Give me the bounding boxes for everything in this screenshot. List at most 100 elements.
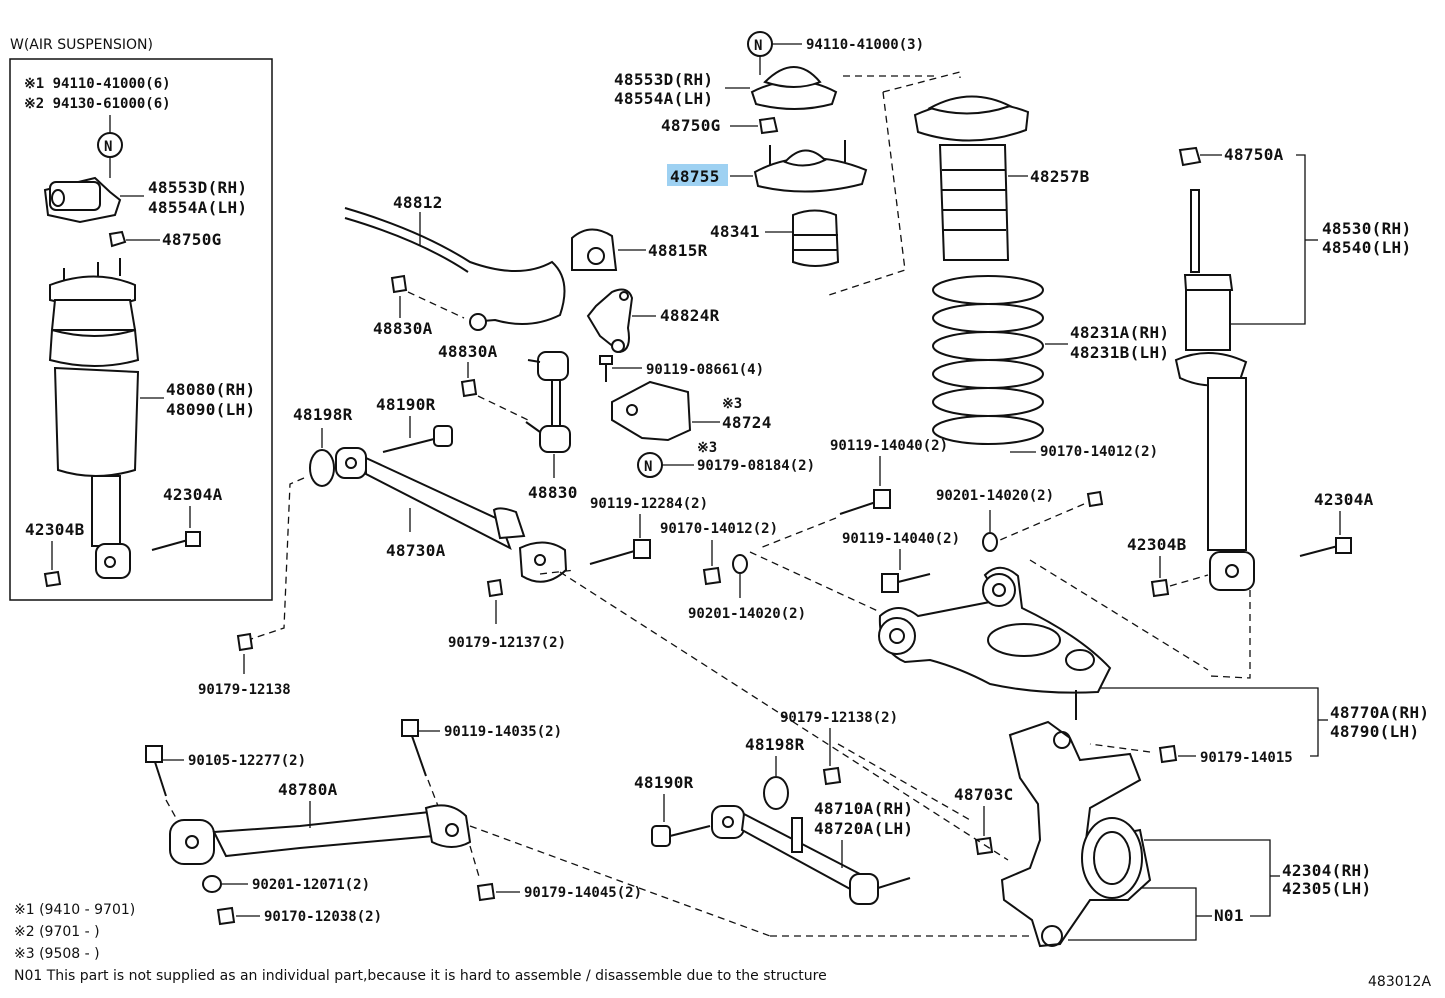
bracket-label: 48824R (660, 306, 720, 325)
arm-730a-label: 48730A (386, 541, 446, 560)
strut-rod (335, 447, 568, 583)
bolt-190r-b-icon (651, 825, 711, 847)
lower-arm-780a (169, 804, 472, 865)
nut-g-icon (758, 116, 779, 135)
inset-nut-icon (108, 230, 127, 248)
nut-g-label: 48750G (661, 116, 721, 135)
nut-14045-icon (476, 882, 496, 902)
inset-bolt-b-label: 42304B (25, 520, 85, 539)
bolt-304b-label: 42304B (1127, 535, 1187, 554)
cover-mark: ※3 (722, 396, 742, 412)
bump-stopper (792, 209, 840, 267)
nut-14015-icon (1158, 744, 1178, 764)
bolt-304b-nut-icon (1150, 578, 1170, 598)
bolt-12277-label: 90105-12277(2) (188, 753, 306, 769)
washer-12038-icon (216, 906, 236, 926)
washer-14012-a-label: 90170-14012(2) (1040, 444, 1158, 460)
bush-198r-icon (309, 449, 335, 487)
inset-upper-mount (43, 176, 122, 224)
bolt-8661-label: 90119-08661(4) (646, 362, 764, 378)
upper-control-arm (878, 566, 1112, 720)
nut-8184-label: 90179-08184(2) (697, 458, 815, 474)
knuckle-rh-label: 42304(RH) (1282, 861, 1371, 880)
nut-12138-l-label: 90179-12138 (198, 682, 291, 698)
knuckle-lh-label: 42305(LH) (1282, 879, 1371, 898)
inset-bolt-a-label: 42304A (163, 485, 223, 504)
stabilizer-bracket (586, 288, 634, 354)
stabilizer-bar (344, 207, 566, 331)
link-label: 48830 (528, 483, 578, 502)
arm-720a-lh-label: 48720A(LH) (814, 819, 913, 838)
nut-14015-label: 90179-14015 (1200, 750, 1293, 766)
figure-code: 483012A (1368, 974, 1431, 990)
washer-12071-label: 90201-12071(2) (252, 877, 370, 893)
nut-830a-1-label: 48830A (373, 319, 433, 338)
bolt-304a-label: 42304A (1314, 490, 1374, 509)
nut-830a-1-icon (390, 274, 408, 294)
inset-n-mark-label: N (104, 139, 112, 155)
nut-703c-icon (974, 836, 994, 856)
inset-air-strut (48, 258, 140, 579)
shock-absorber (1174, 189, 1255, 591)
lower-arm-710a (711, 805, 911, 905)
stabilizer-bushing (571, 228, 618, 271)
coil-spring (932, 275, 1044, 445)
upper-support-mount (750, 66, 838, 110)
washer-14020-b-label: 90201-14020(2) (688, 606, 806, 622)
stab-bar-label: 48812 (393, 193, 443, 212)
footnote-n01: N01 This part is not supplied as an indi… (14, 968, 827, 984)
dust-boot (913, 95, 1030, 261)
support-label[interactable]: 48755 (670, 167, 720, 186)
inset-upper-rh: 48553D(RH) (148, 178, 247, 197)
bolt-8661-icon (599, 355, 613, 382)
nut-830a-2-label: 48830A (438, 342, 498, 361)
bolt-12277-icon (145, 745, 167, 797)
bush-198r-label: 48198R (293, 405, 353, 424)
n-mark-top-label: N (754, 38, 762, 54)
washer-12071-icon (202, 875, 222, 893)
inset-strut-rh: 48080(RH) (166, 380, 255, 399)
upper-arm-lh-label: 48790(LH) (1330, 722, 1419, 741)
support-highlight (667, 164, 728, 186)
nut-a-icon (1178, 146, 1202, 167)
air-suspension-inset-frame (9, 58, 273, 601)
inset-strut-lh: 48090(LH) (166, 400, 255, 419)
nut-12138-l-icon (236, 632, 254, 652)
mount-rh-label: 48553D(RH) (614, 70, 713, 89)
bolt-12284-label: 90119-12284(2) (590, 496, 708, 512)
n01-label: N01 (1214, 906, 1244, 925)
stabilizer-link (525, 351, 571, 453)
nut-12137-icon (486, 578, 504, 598)
bumper-label: 48341 (710, 222, 760, 241)
bolt-190r-label: 48190R (376, 395, 436, 414)
arm-780a-label: 48780A (278, 780, 338, 799)
footnote-2: ※2 (9701 - ) (14, 924, 100, 940)
nut-a-label: 48750A (1224, 145, 1284, 164)
inset-upper-lh: 48554A(LH) (148, 198, 247, 217)
stab-bush-label: 48815R (648, 241, 708, 260)
inset-note-1: ※1 94110-41000(6) (24, 76, 171, 92)
washer-12038-label: 90170-12038(2) (264, 909, 382, 925)
bolt-190r-b-label: 48190R (634, 773, 694, 792)
steering-knuckle (1000, 720, 1152, 948)
bolt-14040-a-icon (839, 489, 891, 515)
nut-12137-label: 90179-12137(2) (448, 635, 566, 651)
bush-198r-b-label: 48198R (745, 735, 805, 754)
bush-198r-b-icon (763, 776, 789, 810)
footnote-1: ※1 (9410 - 9701) (14, 902, 135, 918)
inset-bolt-b-nut-icon (43, 570, 62, 588)
spring-rh-label: 48231A(RH) (1070, 323, 1169, 342)
nut-top-label: 94110-41000(3) (806, 37, 924, 53)
boot-label: 48257B (1030, 167, 1090, 186)
washer-14012-b-icon (702, 566, 722, 586)
nut-14045-label: 90179-14045(2) (524, 885, 642, 901)
washer-14012-b-label: 90170-14012(2) (660, 521, 778, 537)
bolt-12284-icon (589, 539, 651, 565)
cover-label: 48724 (722, 413, 772, 432)
washer-14012-a-icon (1086, 490, 1104, 508)
arm-710a-rh-label: 48710A(RH) (814, 799, 913, 818)
bolt-304a-icon (1299, 537, 1352, 557)
nut-12138-r-label: 90179-12138(2) (780, 710, 898, 726)
washer-14020-b-icon (732, 554, 748, 574)
